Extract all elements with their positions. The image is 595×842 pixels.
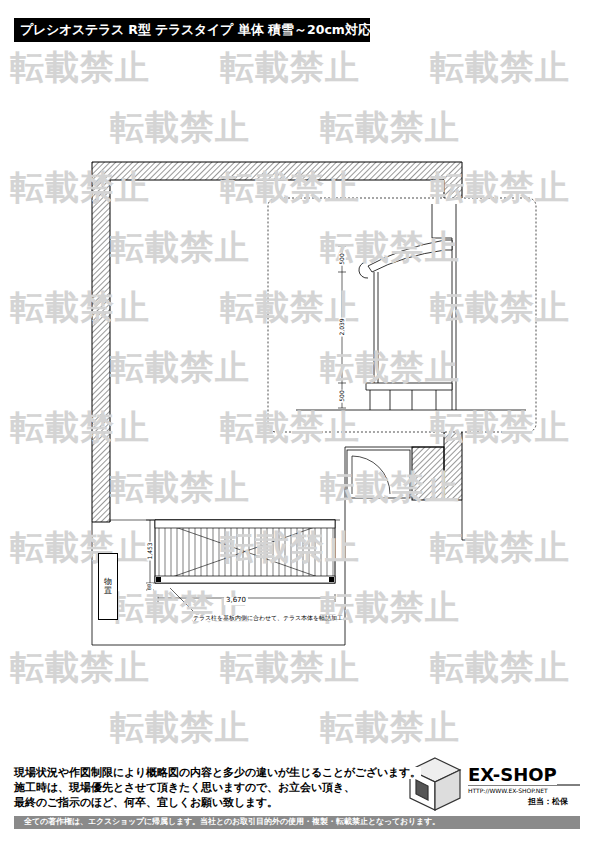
deck-leg (370, 390, 436, 410)
watermark: 転載禁止 (110, 350, 250, 384)
watermark: 転載禁止 (320, 470, 460, 504)
watermark: 転載禁止 (10, 170, 150, 204)
watermark: 転載禁止 (110, 710, 250, 744)
watermark: 転載禁止 (430, 530, 570, 564)
watermark: 転載禁止 (220, 530, 360, 564)
note-text: テラス柱を基板内側に合わせて、テラス本体を幅詰加工 (193, 615, 343, 621)
watermark: 転載禁止 (10, 50, 150, 84)
dimension: 500 (339, 389, 346, 402)
dimension: 500 (339, 252, 346, 265)
watermark: 転載禁止 (10, 530, 150, 564)
title-text: プレシオステラス R型 テラスタイプ 単体 積雪～20cm対応 (20, 23, 371, 37)
brand-name: EX-SHOP (468, 765, 557, 785)
watermark: 転載禁止 (220, 410, 360, 444)
watermark: 転載禁止 (430, 290, 570, 324)
watermark: 転載禁止 (320, 110, 460, 144)
terrace-post (156, 577, 161, 582)
node-label: 物置 (104, 578, 112, 596)
gutter (359, 262, 368, 278)
watermark: 転載禁止 (110, 470, 250, 504)
terrace-gutter (155, 576, 335, 583)
notice-text: 最終のご指示のほど、何卒、宜しくお願い致します。 (14, 797, 278, 809)
copyright-text: 全ての著作権は、エクスショップに帰属します。当社とのお取引目的外の使用・複製・転… (24, 818, 440, 826)
dimension: 1,453 (147, 541, 154, 560)
watermark: 転載禁止 (220, 650, 360, 684)
footer-bar (14, 816, 580, 829)
notice-text: 現場状況や作図制限により概略図の内容と多少の違いが生じることがございます。 (14, 767, 421, 779)
title-bar (14, 18, 370, 42)
logo-cube (410, 758, 460, 810)
watermark: 転載禁止 (430, 170, 570, 204)
watermark: 転載禁止 (220, 50, 360, 84)
watermark: 転載禁止 (220, 170, 360, 204)
watermark: 転載禁止 (110, 110, 250, 144)
watermark: 転載禁止 (430, 410, 570, 444)
dimension: 3,670 (224, 597, 248, 605)
watermark: 転載禁止 (10, 410, 150, 444)
watermark: 転載禁止 (320, 350, 460, 384)
dimension: 88 (147, 583, 153, 591)
watermark: 転載禁止 (110, 230, 250, 264)
watermark: 転載禁止 (430, 650, 570, 684)
storage-box: 物置 (98, 553, 118, 620)
url-text: HTTP://WWW.EX-SHOP.NET (468, 788, 548, 795)
deck (366, 383, 452, 390)
terrace-post (329, 577, 334, 582)
watermark: 転載禁止 (10, 290, 150, 324)
watermark: 転載禁止 (10, 650, 150, 684)
terrace-beam (155, 520, 335, 528)
watermark: 転載禁止 (430, 50, 570, 84)
watermark: 転載禁止 (320, 710, 460, 744)
dimension: 2,039 (339, 317, 346, 336)
staff-name: 担当：松保 (528, 798, 568, 807)
notice-text: 施工時は、現場優先とさせて頂きたく思いますので、お立会い頂き、 (14, 782, 355, 794)
